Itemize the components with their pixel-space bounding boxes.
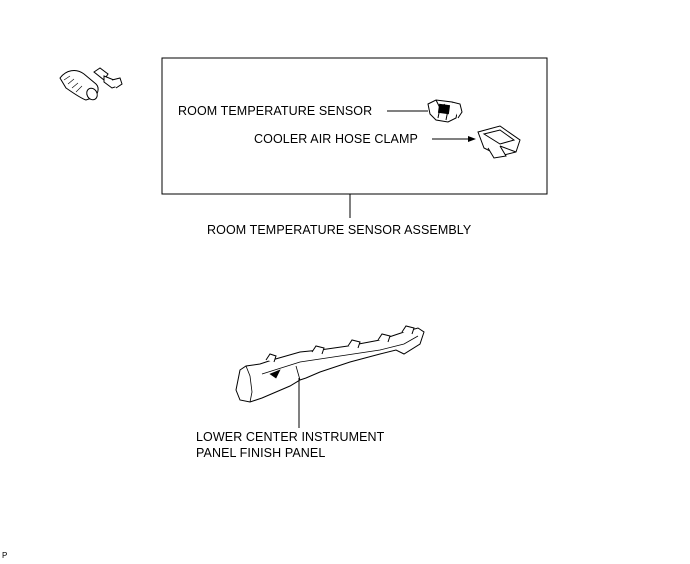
assembly-frame [161, 57, 548, 195]
clamp-leader-arrow [468, 136, 476, 142]
lower-center-panel-label-line2: PANEL FINISH PANEL [196, 446, 326, 460]
hose-sensor-thumbnail [59, 67, 123, 101]
cooler-air-hose-clamp-label: COOLER AIR HOSE CLAMP [254, 132, 418, 146]
cooler-air-hose-clamp-part [477, 125, 521, 159]
lower-center-panel-label-line1: LOWER CENTER INSTRUMENT [196, 430, 385, 444]
corner-mark: P [2, 551, 8, 560]
lower-center-panel-part [235, 325, 425, 403]
room-temperature-sensor-label: ROOM TEMPERATURE SENSOR [178, 104, 373, 118]
room-temperature-sensor-part [427, 99, 463, 123]
room-temperature-sensor-assembly-label: ROOM TEMPERATURE SENSOR ASSEMBLY [207, 223, 472, 237]
